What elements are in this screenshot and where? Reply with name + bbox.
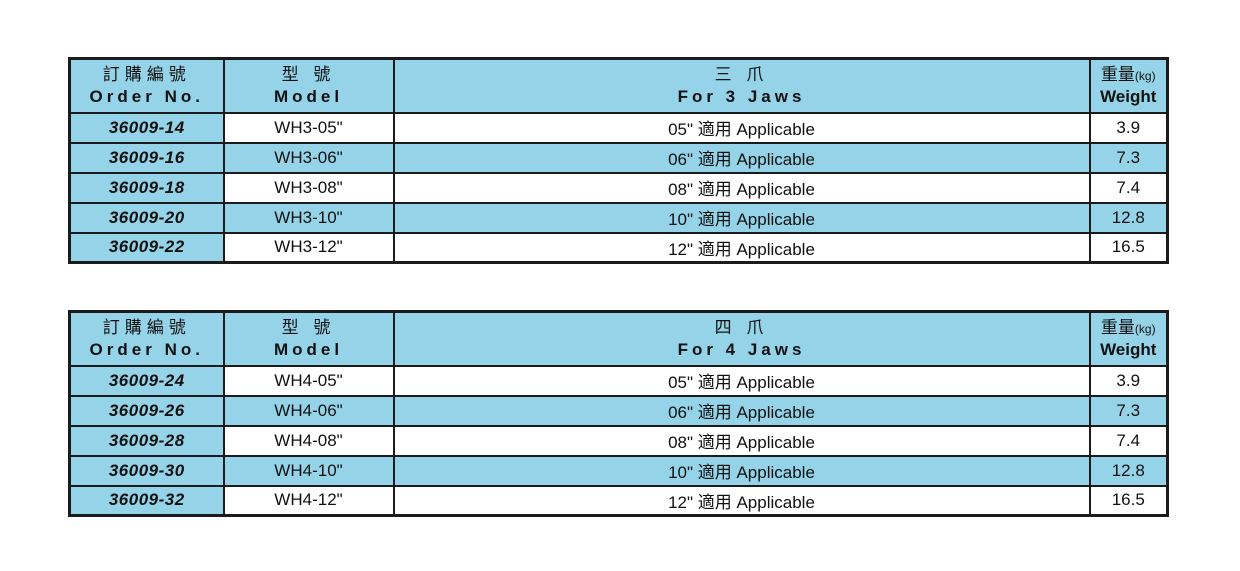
weight-header-en: Weight bbox=[1100, 340, 1157, 360]
weight-cell: 7.4 bbox=[1088, 171, 1169, 204]
model-cell: WH3-08" bbox=[222, 171, 395, 204]
table-row: 36009-32 WH4-12" 12" 適用 Applicable 16.5 bbox=[68, 484, 1169, 517]
table-row: 36009-28 WH4-08" 08" 適用 Applicable 7.4 bbox=[68, 424, 1169, 457]
order-no-cell: 36009-22 bbox=[68, 231, 225, 264]
order-no-header: 訂購編號 Order No. bbox=[68, 310, 225, 367]
applicable-cell: 06" 適用 Applicable bbox=[392, 141, 1091, 174]
weight-unit-label: (kg) bbox=[1134, 69, 1156, 84]
table-row: 36009-24 WH4-05" 05" 適用 Applicable 3.9 bbox=[68, 364, 1169, 397]
four-jaws-spec-table: 訂購編號 Order No. 型 號 Model 四 爪 For 4 Jaws … bbox=[68, 310, 1169, 517]
table-row: 36009-16 WH3-06" 06" 適用 Applicable 7.3 bbox=[68, 141, 1169, 174]
weight-unit-label: (kg) bbox=[1134, 322, 1156, 337]
jaws-header: 四 爪 For 4 Jaws bbox=[392, 310, 1091, 367]
weight-header-zh: 重量(kg) bbox=[1100, 65, 1156, 85]
model-cell: WH3-12" bbox=[222, 231, 395, 264]
model-cell: WH4-10" bbox=[222, 454, 395, 487]
order-no-cell: 36009-32 bbox=[68, 484, 225, 517]
model-header-en: Model bbox=[273, 340, 344, 360]
model-header: 型 號 Model bbox=[222, 310, 395, 367]
table-row: 36009-20 WH3-10" 10" 適用 Applicable 12.8 bbox=[68, 201, 1169, 234]
applicable-cell: 12" 適用 Applicable bbox=[392, 484, 1091, 517]
order-no-cell: 36009-18 bbox=[68, 171, 225, 204]
applicable-cell: 08" 適用 Applicable bbox=[392, 171, 1091, 204]
model-cell: WH3-10" bbox=[222, 201, 395, 234]
order-no-header-en: Order No. bbox=[89, 340, 204, 360]
order-no-header-zh: 訂購編號 bbox=[102, 65, 191, 85]
applicable-cell: 05" 適用 Applicable bbox=[392, 111, 1091, 144]
table-row: 36009-30 WH4-10" 10" 適用 Applicable 12.8 bbox=[68, 454, 1169, 487]
weight-cell: 16.5 bbox=[1088, 231, 1169, 264]
applicable-cell: 05" 適用 Applicable bbox=[392, 364, 1091, 397]
table-row: 36009-14 WH3-05" 05" 適用 Applicable 3.9 bbox=[68, 111, 1169, 144]
order-no-header-en: Order No. bbox=[89, 87, 204, 107]
weight-cell: 7.3 bbox=[1088, 141, 1169, 174]
model-cell: WH4-12" bbox=[222, 484, 395, 517]
model-header-zh: 型 號 bbox=[281, 65, 336, 85]
three-jaws-spec-table: 訂購編號 Order No. 型 號 Model 三 爪 For 3 Jaws … bbox=[68, 57, 1169, 264]
weight-cell: 3.9 bbox=[1088, 364, 1169, 397]
weight-cell: 7.4 bbox=[1088, 424, 1169, 457]
jaws-header-en: For 4 Jaws bbox=[677, 340, 806, 360]
applicable-cell: 06" 適用 Applicable bbox=[392, 394, 1091, 427]
applicable-cell: 10" 適用 Applicable bbox=[392, 201, 1091, 234]
applicable-cell: 08" 適用 Applicable bbox=[392, 424, 1091, 457]
jaws-header-en: For 3 Jaws bbox=[677, 87, 806, 107]
order-no-cell: 36009-20 bbox=[68, 201, 225, 234]
order-no-cell: 36009-24 bbox=[68, 364, 225, 397]
order-no-cell: 36009-16 bbox=[68, 141, 225, 174]
applicable-cell: 10" 適用 Applicable bbox=[392, 454, 1091, 487]
model-header-zh: 型 號 bbox=[281, 318, 336, 338]
applicable-cell: 12" 適用 Applicable bbox=[392, 231, 1091, 264]
table-row: 36009-22 WH3-12" 12" 適用 Applicable 16.5 bbox=[68, 231, 1169, 264]
jaws-header: 三 爪 For 3 Jaws bbox=[392, 57, 1091, 114]
header-row: 訂購編號 Order No. 型 號 Model 三 爪 For 3 Jaws … bbox=[68, 57, 1169, 114]
weight-cell: 7.3 bbox=[1088, 394, 1169, 427]
order-no-cell: 36009-14 bbox=[68, 111, 225, 144]
weight-cell: 16.5 bbox=[1088, 484, 1169, 517]
weight-header: 重量(kg) Weight bbox=[1088, 57, 1169, 114]
order-no-header-zh: 訂購編號 bbox=[102, 318, 191, 338]
table-row: 36009-26 WH4-06" 06" 適用 Applicable 7.3 bbox=[68, 394, 1169, 427]
model-header: 型 號 Model bbox=[222, 57, 395, 114]
order-no-cell: 36009-28 bbox=[68, 424, 225, 457]
weight-header-zh: 重量(kg) bbox=[1100, 318, 1156, 338]
model-cell: WH4-06" bbox=[222, 394, 395, 427]
header-row: 訂購編號 Order No. 型 號 Model 四 爪 For 4 Jaws … bbox=[68, 310, 1169, 367]
weight-cell: 12.8 bbox=[1088, 454, 1169, 487]
weight-cell: 3.9 bbox=[1088, 111, 1169, 144]
model-cell: WH4-05" bbox=[222, 364, 395, 397]
order-no-header: 訂購編號 Order No. bbox=[68, 57, 225, 114]
jaws-header-zh: 四 爪 bbox=[714, 318, 769, 338]
model-header-en: Model bbox=[273, 87, 344, 107]
weight-header-en: Weight bbox=[1100, 87, 1157, 107]
jaws-header-zh: 三 爪 bbox=[714, 65, 769, 85]
model-cell: WH4-08" bbox=[222, 424, 395, 457]
model-cell: WH3-06" bbox=[222, 141, 395, 174]
model-cell: WH3-05" bbox=[222, 111, 395, 144]
order-no-cell: 36009-30 bbox=[68, 454, 225, 487]
order-no-cell: 36009-26 bbox=[68, 394, 225, 427]
weight-header: 重量(kg) Weight bbox=[1088, 310, 1169, 367]
table-row: 36009-18 WH3-08" 08" 適用 Applicable 7.4 bbox=[68, 171, 1169, 204]
weight-cell: 12.8 bbox=[1088, 201, 1169, 234]
